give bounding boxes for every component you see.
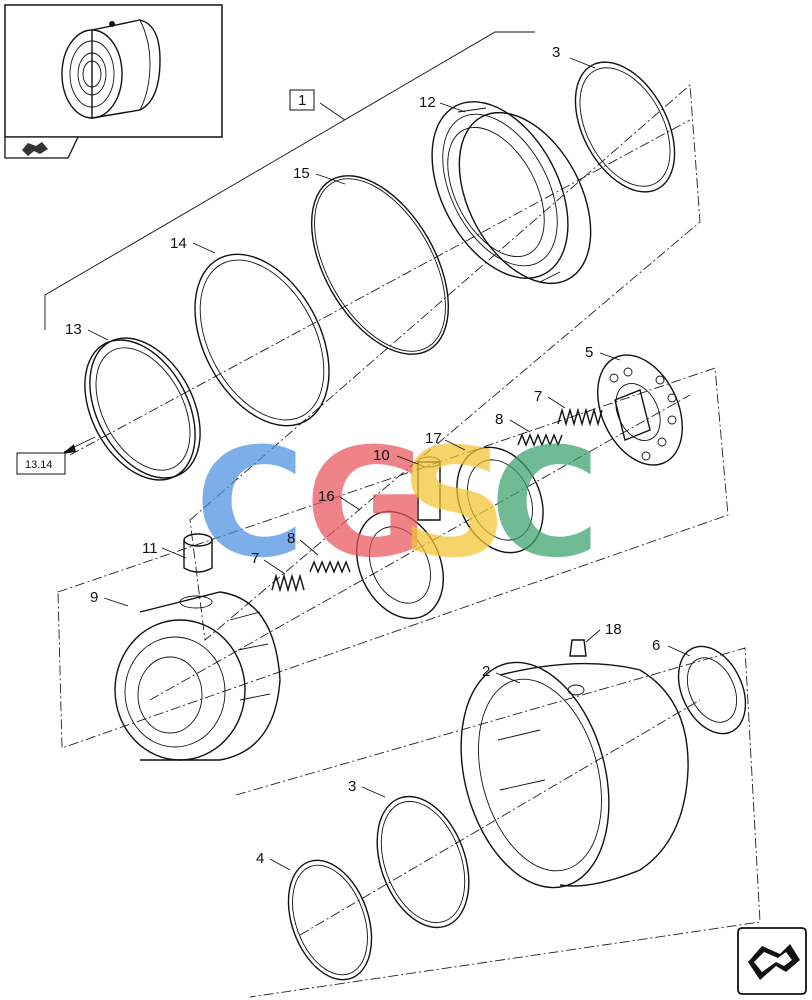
callout-16[interactable]: 16: [318, 488, 335, 505]
part-17-ring: [456, 446, 544, 554]
callout-9[interactable]: 9: [90, 589, 98, 606]
part-7-spring-lower: [271, 573, 305, 593]
callout-17[interactable]: 17: [425, 430, 442, 447]
reference-box-label: 13.14: [25, 459, 53, 471]
callout-8-upper[interactable]: 8: [495, 411, 503, 428]
callout-5[interactable]: 5: [585, 344, 593, 361]
callout-18[interactable]: 18: [605, 621, 622, 638]
callout-12[interactable]: 12: [419, 94, 436, 111]
callout-3-lower[interactable]: 3: [348, 778, 356, 795]
assembly-thumbnail[interactable]: [4, 4, 223, 159]
part-13-ring: [84, 337, 201, 481]
assembly-thumbnail-icon: [61, 19, 161, 119]
part-3-ring-top: [574, 61, 676, 193]
watermark-letter: G: [305, 417, 428, 591]
watermark-letter: C: [195, 417, 305, 591]
part-9-hub: [114, 591, 281, 761]
callout-7-lower[interactable]: 7: [251, 550, 259, 567]
part-4-snap-ring: [287, 859, 373, 981]
callout-11[interactable]: 11: [142, 540, 158, 557]
part-12-piston: [431, 101, 592, 285]
callout-3-top[interactable]: 3: [552, 44, 560, 61]
part-18-fitting: [569, 639, 587, 657]
part-15-o-ring: [310, 175, 450, 355]
part-8-spring-lower: [309, 560, 351, 574]
navigation-arrow-icon: [22, 142, 48, 156]
callout-8-lower[interactable]: 8: [287, 530, 295, 547]
callout-10[interactable]: 10: [373, 447, 390, 464]
callout-4[interactable]: 4: [256, 850, 264, 867]
watermark: C G S C: [195, 417, 600, 591]
callout-13[interactable]: 13: [65, 321, 82, 338]
callout-15[interactable]: 15: [293, 165, 310, 182]
part-6-ring: [677, 645, 747, 735]
watermark-letter: S: [400, 417, 508, 591]
part-14-split-ring: [194, 253, 330, 427]
callout-14[interactable]: 14: [170, 235, 187, 252]
next-page-button[interactable]: [737, 927, 807, 995]
next-page-arrow-icon: [748, 944, 800, 980]
part-5-spring-plate: [597, 354, 683, 466]
reference-box-13-14[interactable]: 13.14: [16, 452, 66, 475]
callout-1[interactable]: 1: [298, 92, 306, 109]
part-7-spring-upper: [557, 407, 603, 427]
part-3-ring-lower: [376, 795, 470, 929]
part-8-spring-upper: [517, 433, 563, 447]
callout-7-upper[interactable]: 7: [534, 388, 542, 405]
callout-2[interactable]: 2: [482, 663, 490, 680]
part-16-washer: [356, 510, 444, 620]
part-2-drum: [460, 661, 689, 889]
part-10-pin: [417, 456, 441, 521]
watermark-letter: C: [490, 417, 600, 591]
callout-6[interactable]: 6: [652, 637, 660, 654]
part-11-sleeve: [183, 533, 213, 573]
